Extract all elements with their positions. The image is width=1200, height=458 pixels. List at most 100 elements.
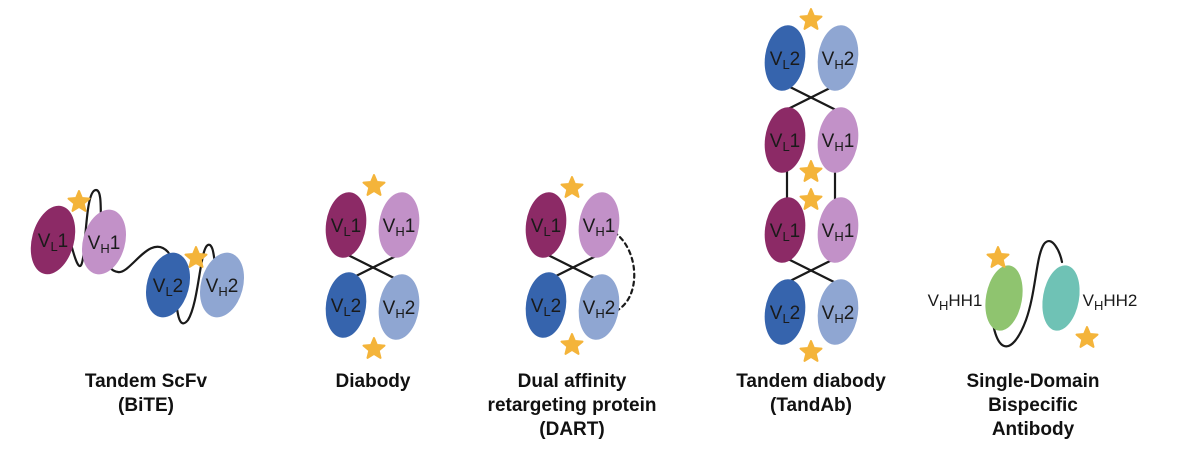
domain-vl1: VL1 — [525, 192, 567, 258]
domain-label: VL2 — [531, 296, 562, 319]
caption-diabody: Diabody — [258, 370, 488, 394]
star-icon — [560, 333, 584, 355]
domain-vh1: VH1 — [81, 209, 127, 275]
domain-vl1: VL1 — [30, 205, 76, 275]
domain-shape — [525, 192, 567, 258]
domain-vl2: VL2 — [764, 279, 806, 345]
domain-label: VL2 — [770, 303, 801, 326]
domain-shape — [81, 209, 127, 275]
linker-sdab — [988, 240, 1064, 348]
domain-shape — [817, 107, 859, 173]
caption-line: (TandAb) — [770, 395, 852, 416]
domain-label: VL1 — [531, 216, 562, 239]
domain-shape — [764, 25, 806, 91]
stars-layer — [67, 8, 1099, 362]
caption-line: Tandem diabody — [736, 371, 886, 392]
domain-label: VL1 — [770, 221, 801, 244]
star-icon — [362, 337, 386, 359]
domain-label: VL2 — [331, 296, 362, 319]
domain-label: VH1 — [822, 131, 855, 154]
domain-shape — [817, 197, 859, 263]
domain-shape — [764, 279, 806, 345]
domain-label: VH2 — [383, 298, 416, 321]
domain-shape — [325, 192, 367, 258]
domain-vl1: VL1 — [764, 197, 806, 263]
domain-label: VH2 — [583, 298, 616, 321]
domain-vh1: VH1 — [578, 192, 620, 258]
caption-line: (BiTE) — [118, 395, 174, 416]
domain-vh2: VH2 — [578, 274, 620, 340]
caption-dart: Dual affinity retargeting protein (DART) — [457, 370, 687, 442]
domain-vh2: VH2 — [199, 252, 245, 318]
caption-tandab: Tandem diabody (TandAb) — [696, 370, 926, 418]
domain-shape — [30, 205, 76, 275]
domain-label: VH2 — [822, 303, 855, 326]
domain-shape — [764, 107, 806, 173]
domain-label: VH1 — [88, 233, 121, 256]
domain-shape — [378, 274, 420, 340]
domain-label: VL1 — [331, 216, 362, 239]
star-icon — [799, 160, 823, 182]
domain-vh1: VH1 — [378, 192, 420, 258]
domain-vh2: VH2 — [817, 25, 859, 91]
label-vhh2: VHHH2 — [1083, 291, 1138, 313]
domain-vl2: VL2 — [325, 272, 367, 338]
domain-shape — [985, 265, 1023, 331]
domain-vl2: VL2 — [145, 252, 191, 318]
domain-vh2: VH2 — [378, 274, 420, 340]
caption-line: Dual affinity — [517, 371, 627, 392]
domain-label: VH1 — [383, 216, 416, 239]
domain-vhh1 — [985, 265, 1023, 331]
domain-shape — [817, 279, 859, 345]
caption-bite: Tandem ScFv (BiTE) — [31, 370, 261, 418]
domain-shape — [1042, 265, 1080, 331]
label-vhh1: VHHH1 — [928, 291, 983, 313]
caption-line: Diabody — [335, 371, 411, 392]
caption-line: Bispecific — [988, 395, 1078, 416]
linker-layer — [68, 84, 1064, 348]
domain-shape — [764, 197, 806, 263]
domain-label: VL1 — [770, 131, 801, 154]
caption-line: retargeting protein — [487, 395, 657, 416]
star-icon — [184, 246, 208, 268]
domain-vh1: VH1 — [817, 197, 859, 263]
domain-shape — [817, 25, 859, 91]
star-icon — [799, 188, 823, 210]
star-icon — [362, 174, 386, 196]
domain-shape — [199, 252, 245, 318]
domain-label: VH2 — [822, 49, 855, 72]
star-icon — [67, 190, 91, 212]
star-icon — [560, 176, 584, 198]
domain-label: VL2 — [770, 49, 801, 72]
domain-vl1: VL1 — [764, 107, 806, 173]
linker-cross — [785, 84, 837, 111]
domain-label: VL1 — [38, 231, 69, 254]
caption-line: (DART) — [539, 419, 605, 440]
caption-sdab: Single-Domain Bispecific Antibody — [918, 370, 1148, 442]
domain-shape — [145, 252, 191, 318]
linker-disulfide-dashed — [612, 230, 636, 314]
domain-vl2: VL2 — [525, 272, 567, 338]
domain-label: VH1 — [583, 216, 616, 239]
domain-label: VH2 — [206, 276, 239, 299]
star-icon — [1075, 326, 1099, 348]
star-icon — [799, 8, 823, 30]
domain-vl1: VL1 — [325, 192, 367, 258]
star-icon — [799, 340, 823, 362]
domain-vh2: VH2 — [817, 279, 859, 345]
linker-bite — [68, 188, 224, 325]
domain-shape — [525, 272, 567, 338]
star-icon — [986, 246, 1010, 268]
caption-line: Single-Domain — [966, 371, 1100, 392]
domain-label: VH1 — [822, 221, 855, 244]
domain-label: VL2 — [153, 276, 184, 299]
linker-cross — [785, 257, 837, 284]
domain-shape — [378, 192, 420, 258]
domain-shape — [325, 272, 367, 338]
domain-vh1: VH1 — [817, 107, 859, 173]
caption-line: Antibody — [991, 419, 1075, 440]
domain-vhh2 — [1042, 265, 1080, 331]
domain-shape — [578, 274, 620, 340]
